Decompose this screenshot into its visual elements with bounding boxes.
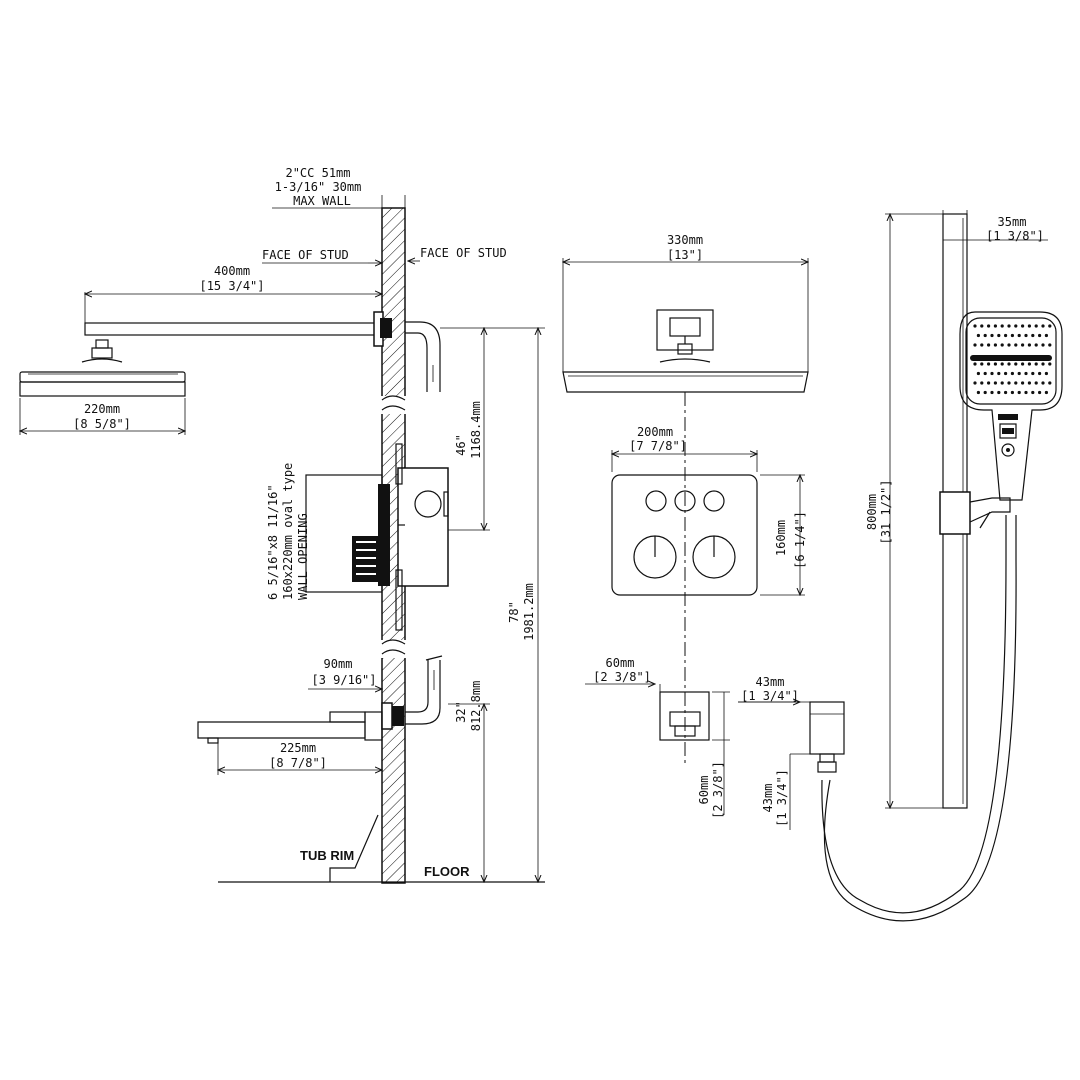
- face-of-stud-left-label: FACE OF STUD: [262, 248, 349, 262]
- height-32-mm: 812.8mm: [469, 681, 483, 732]
- head-width-mm: 220mm: [84, 402, 120, 416]
- plate-width-mm: 200mm: [637, 425, 673, 439]
- outlet-width-mm: 60mm: [606, 656, 635, 670]
- rain-shower-head-front-icon: [562, 309, 809, 393]
- bar-width-mm: 35mm: [998, 215, 1027, 229]
- hand-shower-icon: [959, 311, 1063, 501]
- wall-elbow-icon: [809, 701, 845, 773]
- arm-length-mm: 400mm: [214, 264, 250, 278]
- outlet-width-in: [2 3/8"]: [593, 670, 651, 684]
- spout-length-in: [8 7/8"]: [269, 756, 327, 770]
- slide-bar-icon: [939, 213, 1011, 809]
- face-of-stud-right-label: FACE OF STUD: [420, 246, 507, 260]
- opening-size-in: 6 5/16"x8 11/16": [266, 484, 280, 600]
- plate-width-in: [7 7/8"]: [629, 439, 687, 453]
- elbow-height-in: [1 3/4"]: [775, 769, 789, 827]
- tub-rim-label: TUB RIM: [300, 848, 354, 863]
- elbow-height-mm: 43mm: [761, 784, 775, 813]
- hose-icon: [821, 515, 1007, 914]
- spout-length-mm: 225mm: [280, 741, 316, 755]
- arm-length-in: [15 3/4"]: [199, 279, 264, 293]
- tub-spout-icon: [197, 702, 404, 744]
- rain-shower-head-icon: [19, 339, 186, 397]
- height-32-in: 32": [454, 701, 468, 723]
- plate-height-mm: 160mm: [774, 520, 788, 556]
- head-width-in: [8 5/8"]: [73, 417, 131, 431]
- height-46-in: 46": [454, 434, 468, 456]
- head-top-width-in: [13"]: [667, 248, 703, 262]
- outlet-height-in: [2 3/8"]: [711, 761, 725, 819]
- bar-width-in: [1 3/8"]: [986, 229, 1044, 243]
- slide-bar-view: 35mm [1 3/8"] 800mm [31 1/2"]: [738, 210, 1063, 922]
- height-46-mm: 1168.4mm: [469, 401, 483, 459]
- floor-label: FLOOR: [424, 864, 470, 879]
- wall-outlet-icon: [659, 691, 710, 741]
- spout-projection-in: [3 9/16"]: [311, 673, 376, 687]
- plate-height-in: [6 1/4"]: [793, 511, 807, 569]
- max-wall-label: MAX WALL: [293, 194, 351, 208]
- bar-length-mm: 800mm: [865, 494, 879, 530]
- valve-body-icon: [305, 443, 449, 631]
- opening-size-mm: 160x220mm oval type: [281, 463, 295, 600]
- elbow-width-mm: 43mm: [756, 675, 785, 689]
- head-top-width-mm: 330mm: [667, 233, 703, 247]
- max-wall-size-label: 1-3/16" 30mm: [275, 180, 362, 194]
- elbow-width-in: [1 3/4"]: [741, 689, 799, 703]
- bar-length-in: [31 1/2"]: [879, 479, 893, 544]
- side-view: 2"CC 51mm 1-3/16" 30mm MAX WALL FACE OF …: [19, 166, 545, 884]
- cc-label: 2"CC 51mm: [285, 166, 350, 180]
- front-view: 330mm [13"] 200mm [7 7/8"]: [563, 233, 808, 819]
- outlet-height-mm: 60mm: [697, 776, 711, 805]
- opening-label: WALL OPENING: [296, 513, 310, 600]
- height-78-mm: 1981.2mm: [522, 583, 536, 641]
- height-78-in: 78": [507, 601, 521, 623]
- spout-projection-mm: 90mm: [324, 657, 353, 671]
- trim-plate-icon: [611, 474, 758, 596]
